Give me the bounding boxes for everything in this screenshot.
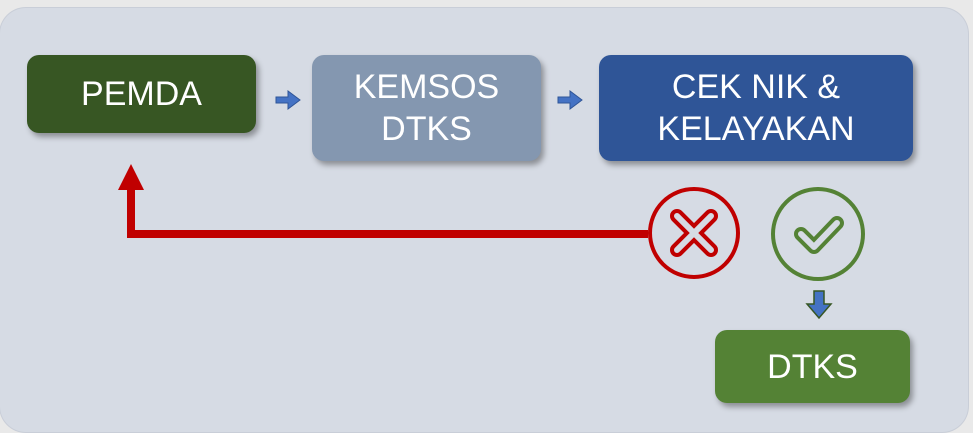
node-kemsos-dtks: KEMSOS DTKS (312, 55, 541, 161)
x-circle-icon (648, 187, 740, 279)
check-circle-icon (771, 187, 865, 281)
node-dtks-label: DTKS (767, 347, 858, 386)
node-kemsos-label-line1: KEMSOS (353, 68, 500, 106)
node-pemda: PEMDA (27, 55, 256, 133)
node-cek-label-line1: CEK NIK & (671, 68, 841, 106)
arrow-pemda-to-kemsos (275, 90, 301, 110)
node-kemsos-label-line2: DTKS (381, 110, 472, 148)
node-cek-nik-kelayakan: CEK NIK & KELAYAKAN (599, 55, 913, 161)
arrow-accept-to-dtks (805, 290, 833, 320)
node-cek-label-line2: KELAYAKAN (657, 110, 855, 148)
arrow-kemsos-to-cek (557, 90, 583, 110)
node-dtks: DTKS (715, 330, 910, 403)
reject-return-arrow (118, 164, 648, 238)
node-pemda-label: PEMDA (81, 75, 202, 113)
